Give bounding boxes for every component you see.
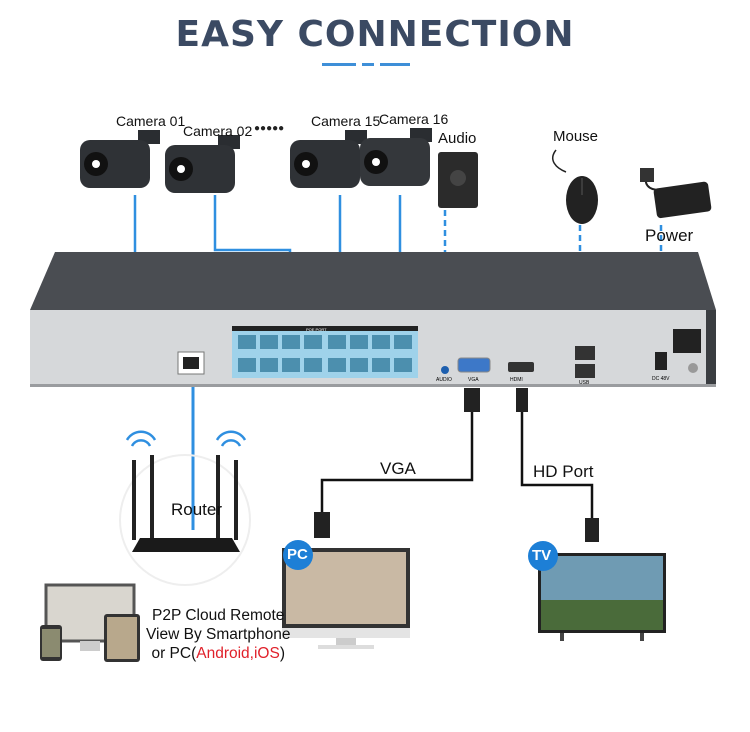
vga-label: VGA <box>380 459 416 478</box>
tv-badge: TV <box>532 547 552 564</box>
audio-speaker-icon <box>438 152 478 208</box>
tv-icon <box>528 541 666 641</box>
hdmi-connector-icon <box>585 518 599 542</box>
camera-01 <box>80 130 160 188</box>
remote-line-3-prefix: or PC( <box>151 645 197 662</box>
title-underline <box>322 63 410 66</box>
remote-devices-icon <box>40 583 140 662</box>
vga-port-label: VGA <box>468 377 479 383</box>
vga-plug-icon <box>464 388 480 412</box>
power-label: Power <box>645 226 694 245</box>
camera-15 <box>290 130 367 188</box>
mouse-icon <box>552 149 598 224</box>
camera-label: Camera 15 <box>311 113 381 129</box>
hd-port-label: HD Port <box>533 462 594 481</box>
router-label: Router <box>171 500 223 519</box>
remote-line-2: View By Smartphone <box>146 626 291 643</box>
hdmi-port-label: HDMI <box>510 377 523 383</box>
pc-badge: PC <box>287 546 308 563</box>
video-cables <box>320 410 594 520</box>
audio-port-label: AUDIO <box>436 377 452 383</box>
camera-label: Camera 16 <box>379 111 449 127</box>
poe-port-label: POE PORT <box>306 327 327 332</box>
page-title: EASY CONNECTION <box>175 14 575 55</box>
camera-label: Camera 02 <box>183 123 253 139</box>
dc-port-label: DC 48V <box>652 376 670 382</box>
mouse-label: Mouse <box>553 128 599 145</box>
vga-connector-icon <box>314 512 330 538</box>
router-icon <box>119 430 251 586</box>
usb-port-label: USB <box>579 380 590 386</box>
nvr-recorder <box>30 252 716 387</box>
camera-16 <box>360 128 432 186</box>
camera-label: Camera 01 <box>116 113 186 129</box>
power-adapter-icon <box>640 168 712 219</box>
audio-label: Audio <box>438 130 477 147</box>
remote-line-3-suffix: ) <box>279 645 285 662</box>
remote-view-text: P2P Cloud Remote View By Smartphone or P… <box>146 606 290 663</box>
remote-line-3: or PC(Android,iOS) <box>146 644 290 663</box>
remote-platforms: Android,iOS <box>196 645 280 662</box>
pc-monitor-icon <box>282 540 410 649</box>
camera-ellipsis: ●●●●● <box>254 123 285 134</box>
camera-02 <box>165 135 240 193</box>
remote-line-1: P2P Cloud Remote <box>152 607 285 624</box>
hdmi-plug-icon <box>516 388 528 412</box>
